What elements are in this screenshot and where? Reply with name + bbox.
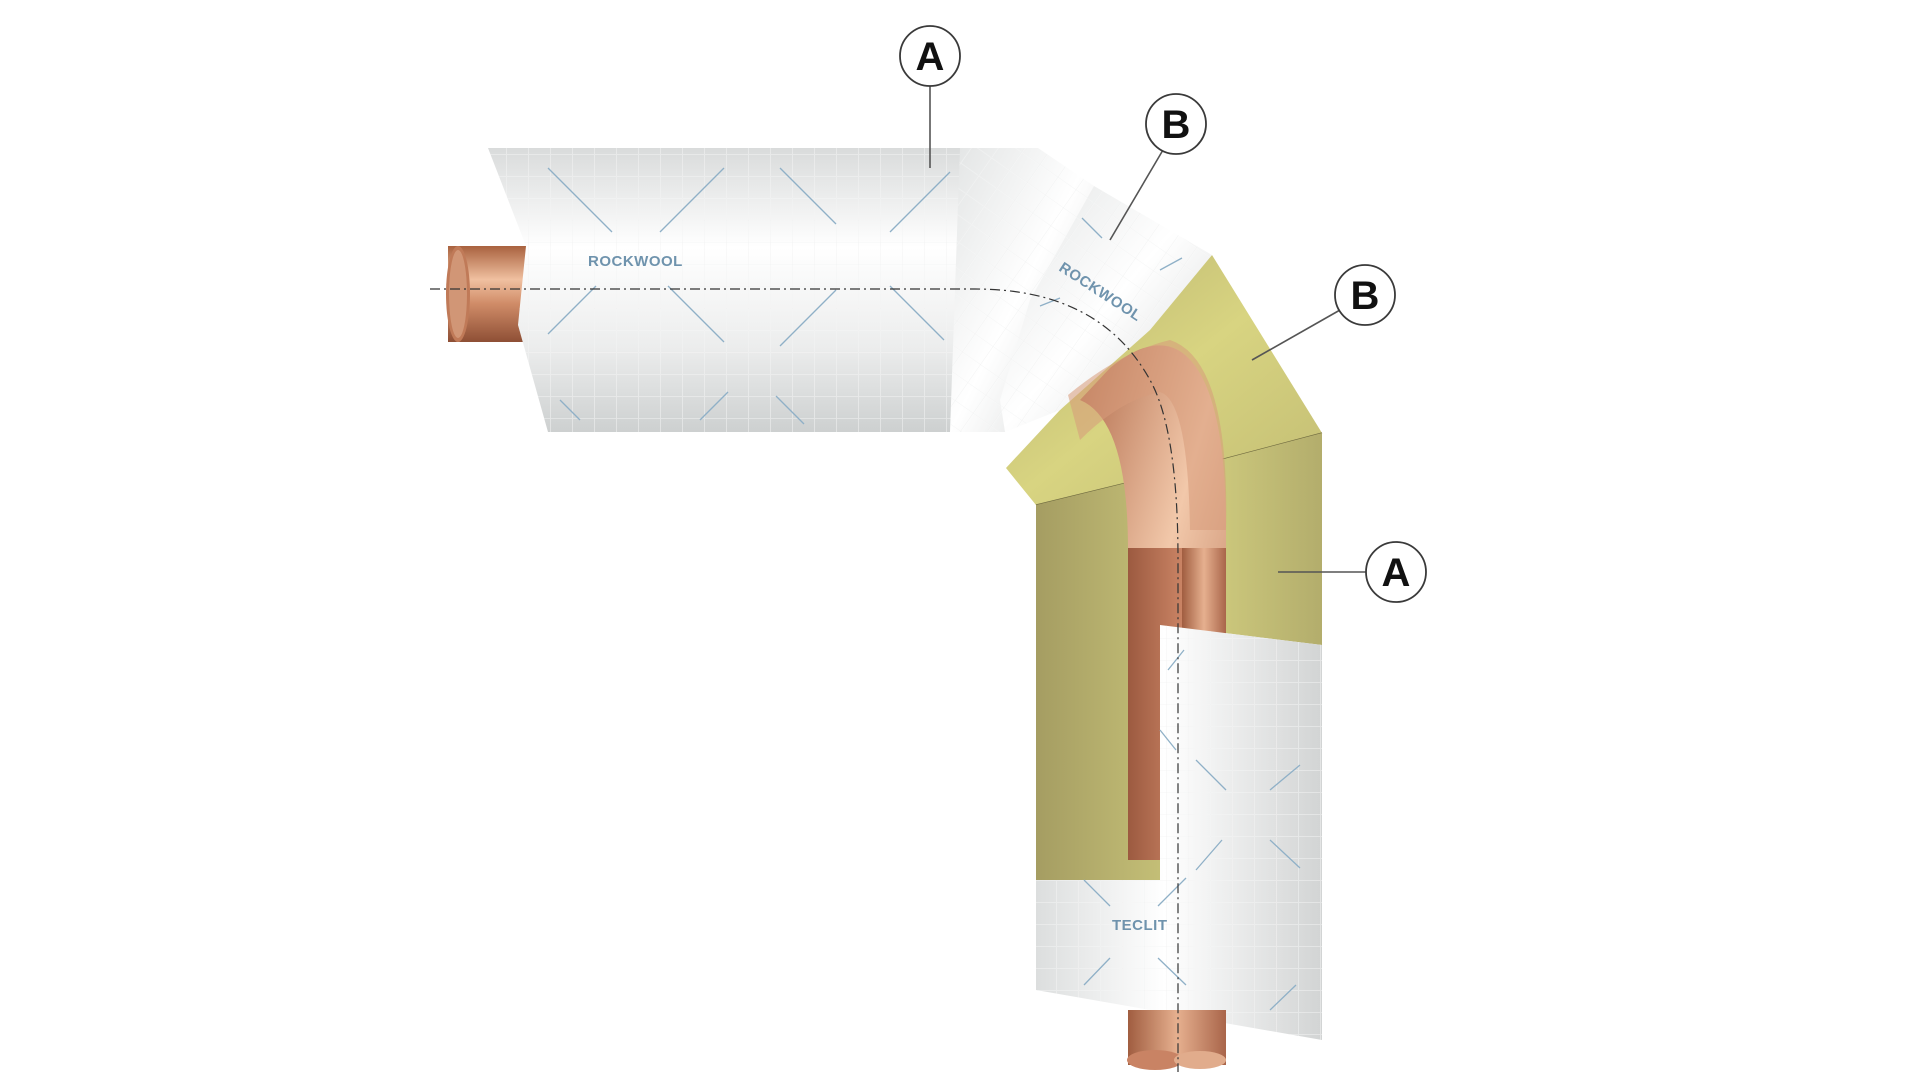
- horizontal-insulation-section: ROCKWOOL: [488, 148, 1094, 432]
- vertical-foil-section: TECLIT: [1036, 625, 1322, 1040]
- callout-a-right: A: [1278, 541, 1427, 603]
- pipe-centerline: [430, 288, 1179, 1072]
- callout-a-right-letter: A: [1382, 551, 1411, 595]
- callout-b-right-letter: B: [1351, 274, 1380, 318]
- vertical-hatch-marks: [1083, 649, 1301, 1011]
- vertical-brand-label: TECLIT: [1112, 917, 1168, 934]
- vertical-copper-pipe-stub: [1127, 1010, 1226, 1070]
- horizontal-brand-label: ROCKWOOL: [588, 253, 683, 270]
- callout-b-top-letter: B: [1162, 103, 1191, 147]
- vertical-wool-section: [1036, 433, 1322, 880]
- callout-a-top-letter: A: [916, 35, 945, 79]
- bend-foil-segment: ROCKWOOL: [1000, 186, 1212, 432]
- callout-a-top: A: [899, 25, 961, 168]
- callout-b-right: B: [1251, 264, 1396, 361]
- callout-b-top: B: [1109, 93, 1207, 241]
- foil-hatch-marks: [547, 167, 951, 425]
